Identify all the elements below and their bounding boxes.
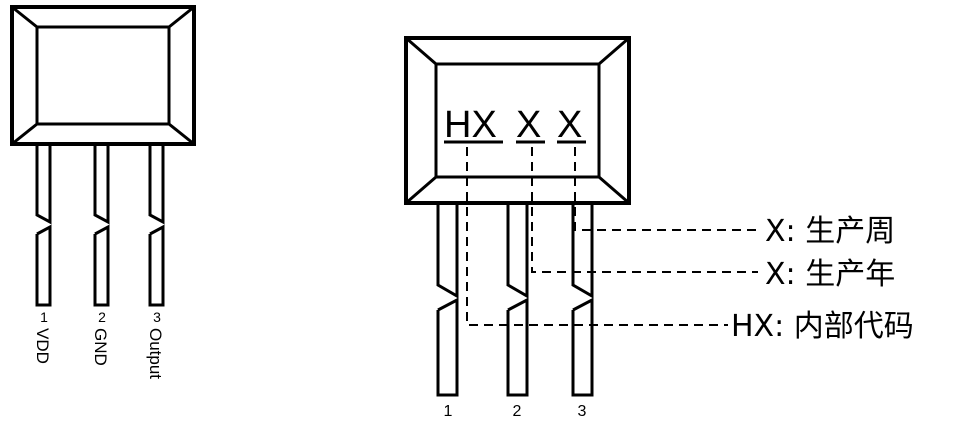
right-pin-3-number: 3 <box>578 403 587 420</box>
left-pin-2-number: 2 <box>98 309 106 325</box>
left-package: 1 2 3 VDD GND Output <box>10 5 196 379</box>
right-pin-2-number: 2 <box>513 403 522 420</box>
right-pin-2 <box>506 205 529 397</box>
right-pin-1-number: 1 <box>444 403 453 420</box>
right-pin-1 <box>436 205 459 397</box>
left-pin-2 <box>93 146 110 307</box>
left-pin-1-number: 1 <box>40 309 48 325</box>
leader-week <box>574 147 758 231</box>
marking-week: X <box>516 104 541 146</box>
leader-lines <box>466 147 758 326</box>
legend-week: X: 生产周 <box>765 214 895 249</box>
left-package-body <box>10 5 196 146</box>
left-pin-3 <box>148 146 165 307</box>
left-pin-3-number: 3 <box>153 309 161 325</box>
left-pin-2-label: GND <box>91 328 110 366</box>
marking-year: X <box>557 104 582 146</box>
legend-year: X: 生产年 <box>765 257 895 292</box>
right-package: HX X X 1 2 3 X: 生产 <box>404 36 914 420</box>
left-pin-1 <box>35 146 52 307</box>
right-pin-3 <box>571 205 594 397</box>
right-package-body <box>404 36 631 205</box>
marking-code: HX <box>444 104 497 146</box>
legend-code: HX: 内部代码 <box>731 309 914 344</box>
left-pin-3-label: Output <box>146 328 165 379</box>
leader-year <box>531 147 758 273</box>
leader-code <box>466 147 728 326</box>
left-pin-1-label: VDD <box>33 328 52 364</box>
